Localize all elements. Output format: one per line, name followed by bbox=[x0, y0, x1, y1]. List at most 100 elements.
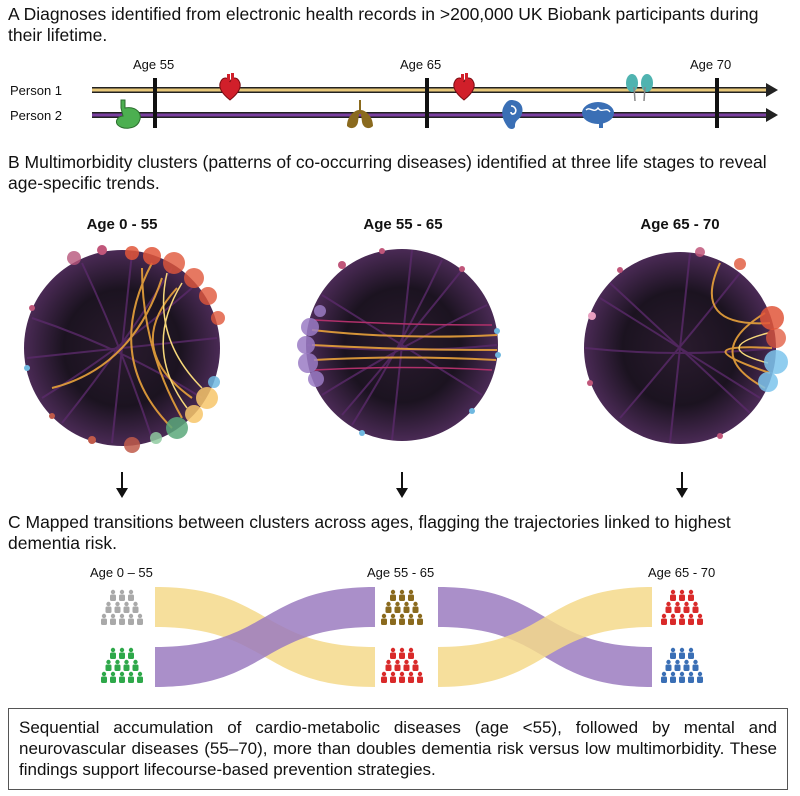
person-icon bbox=[413, 601, 418, 607]
person-icon bbox=[670, 618, 676, 625]
transition-flows bbox=[101, 587, 703, 687]
chord-diagram-55-65 bbox=[297, 248, 501, 441]
person-icon bbox=[692, 664, 699, 671]
person-icon bbox=[128, 652, 134, 659]
person-icon bbox=[404, 659, 409, 665]
person-icon bbox=[119, 671, 125, 677]
person-icon bbox=[390, 618, 396, 625]
person-2-arrowhead bbox=[766, 108, 778, 122]
people-group bbox=[661, 589, 703, 625]
person-icon bbox=[128, 671, 134, 677]
person-icon bbox=[399, 652, 405, 659]
people-group bbox=[661, 647, 703, 683]
person-icon bbox=[693, 659, 698, 665]
person-icon bbox=[408, 647, 414, 653]
person-icon bbox=[124, 601, 129, 607]
person-icon bbox=[661, 613, 667, 619]
person-icon bbox=[123, 606, 130, 613]
person-icon bbox=[101, 676, 107, 683]
person-icon bbox=[390, 676, 396, 683]
person-icon bbox=[675, 659, 680, 665]
person-icon bbox=[106, 601, 111, 607]
person-icon bbox=[679, 647, 685, 653]
person-icon bbox=[688, 671, 694, 677]
person-icon bbox=[679, 589, 685, 595]
person-icon bbox=[688, 618, 694, 625]
person-icon bbox=[661, 671, 667, 677]
person-icon bbox=[110, 594, 116, 601]
person-icon bbox=[105, 664, 112, 671]
people-group bbox=[101, 647, 143, 683]
person-icon bbox=[132, 606, 139, 613]
person-icon bbox=[106, 659, 111, 665]
person-icon bbox=[110, 671, 116, 677]
person-icon bbox=[679, 671, 685, 677]
people-group bbox=[381, 589, 423, 625]
person-icon bbox=[123, 664, 130, 671]
person-icon bbox=[381, 613, 387, 619]
person-icon bbox=[390, 647, 396, 653]
stomach-icon bbox=[116, 99, 141, 129]
person-icon bbox=[675, 601, 680, 607]
person-icon bbox=[417, 671, 423, 677]
person-icon bbox=[688, 589, 694, 595]
age-55-tick bbox=[153, 78, 157, 128]
person-icon bbox=[670, 676, 676, 683]
person-icon bbox=[679, 594, 685, 601]
person-1-label: Person 1 bbox=[10, 83, 63, 98]
person-icon bbox=[688, 647, 694, 653]
transition-age-0-55: Age 0 – 55 bbox=[90, 565, 153, 580]
person-icon bbox=[697, 618, 703, 625]
age-65-label: Age 65 bbox=[400, 57, 442, 72]
person-icon bbox=[692, 606, 699, 613]
person-icon bbox=[417, 618, 423, 625]
person-icon bbox=[665, 664, 672, 671]
person-icon bbox=[412, 606, 419, 613]
summary-box: Sequential accumulation of cardio-metabo… bbox=[8, 708, 788, 790]
person-icon bbox=[417, 613, 423, 619]
chord-diagram-65-70 bbox=[584, 247, 788, 444]
person-icon bbox=[390, 594, 396, 601]
person-icon bbox=[688, 613, 694, 619]
person-icon bbox=[408, 589, 414, 595]
people-group bbox=[381, 647, 423, 683]
cluster-nodes-red bbox=[67, 245, 225, 325]
people-group bbox=[101, 589, 143, 625]
kidney-icon bbox=[626, 74, 653, 102]
person-icon bbox=[665, 606, 672, 613]
person-icon bbox=[661, 676, 667, 683]
person-icon bbox=[101, 671, 107, 677]
section-b-heading: B Multimorbidity clusters (patterns of c… bbox=[8, 152, 767, 193]
person-icon bbox=[119, 613, 125, 619]
person-icon bbox=[661, 618, 667, 625]
person-icon bbox=[412, 664, 419, 671]
person-icon bbox=[399, 594, 405, 601]
panel-title-55-65: Age 55 - 65 bbox=[363, 216, 443, 233]
person-icon bbox=[670, 647, 676, 653]
person-icon bbox=[399, 589, 405, 595]
flow-ribbon bbox=[438, 587, 652, 687]
person-icon bbox=[697, 613, 703, 619]
person-1-arrowhead bbox=[766, 83, 778, 97]
person-icon bbox=[137, 676, 143, 683]
person-icon bbox=[666, 601, 671, 607]
person-icon bbox=[404, 601, 409, 607]
person-icon bbox=[110, 618, 116, 625]
person-icon bbox=[394, 606, 401, 613]
person-icon bbox=[137, 613, 143, 619]
transition-age-55-65: Age 55 - 65 bbox=[367, 565, 435, 580]
person-icon bbox=[119, 594, 125, 601]
person-icon bbox=[399, 647, 405, 653]
person-icon bbox=[385, 664, 392, 671]
person-icon bbox=[670, 594, 676, 601]
person-icon bbox=[381, 671, 387, 677]
person-icon bbox=[128, 613, 134, 619]
person-icon bbox=[119, 676, 125, 683]
person-icon bbox=[386, 659, 391, 665]
person-icon bbox=[674, 606, 681, 613]
cluster-nodes-yellow bbox=[185, 376, 220, 423]
person-icon bbox=[114, 664, 121, 671]
person-icon bbox=[670, 613, 676, 619]
person-icon bbox=[133, 601, 138, 607]
age-65-tick bbox=[425, 78, 429, 128]
